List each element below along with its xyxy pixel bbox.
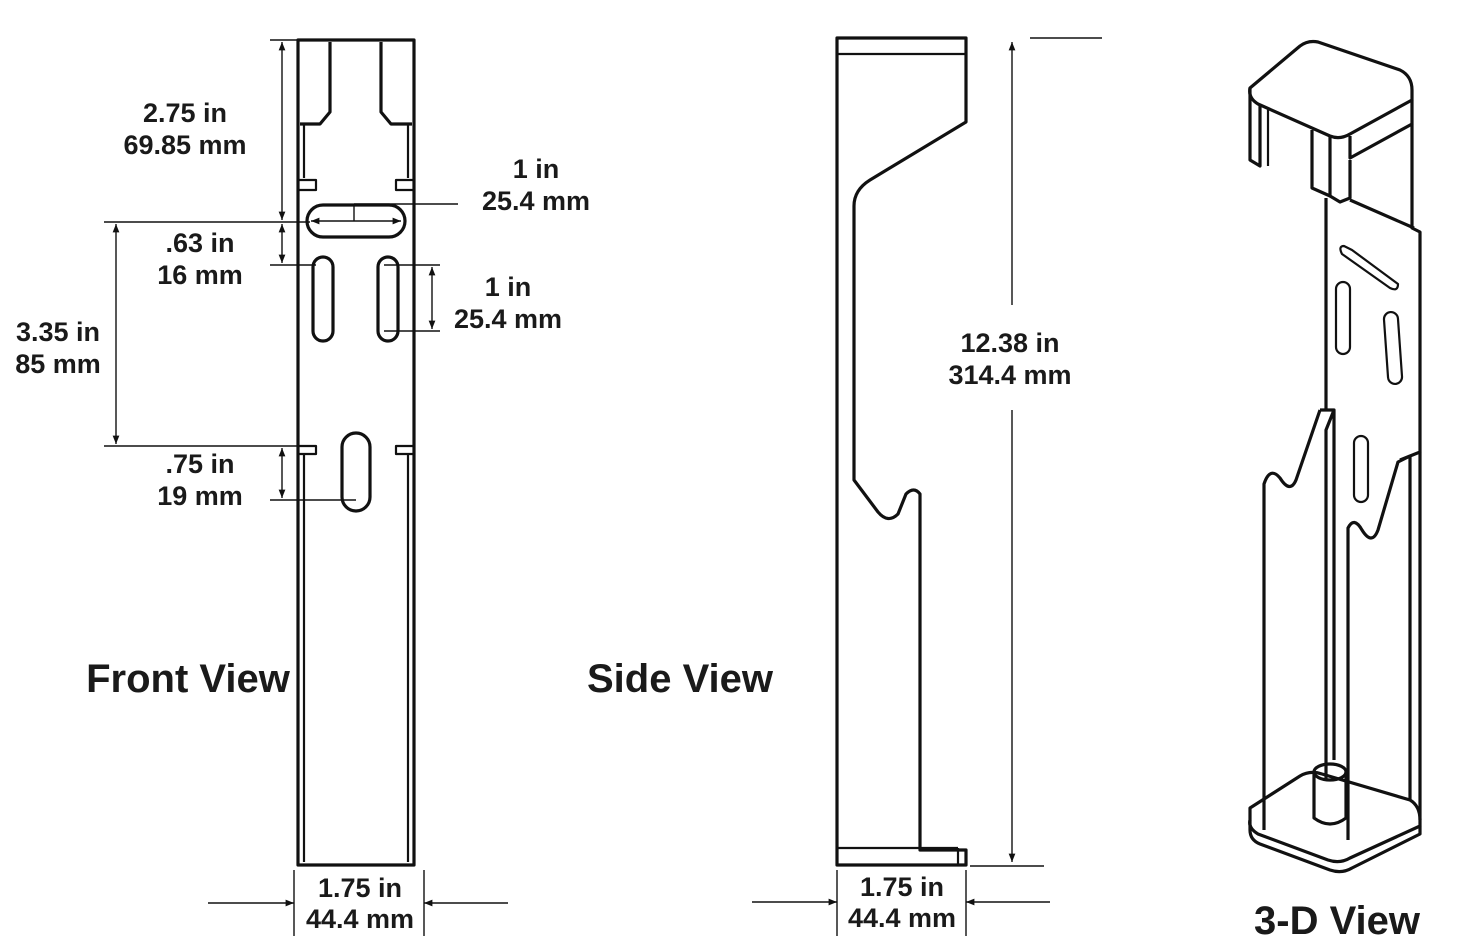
side-view-drawing [835,36,968,867]
lower-slot-mm-label: 19 mm [157,481,243,511]
front-view-title: Front View [86,657,291,701]
three-d-view-title: 3-D View [1254,899,1421,942]
slot-width-mm-label: 25.4 mm [482,186,590,216]
overall-height-in-label: 12.38 in [960,328,1059,358]
front-view-dimension-lines [104,39,508,936]
front-view-drawing [296,38,416,867]
side-width-in-label: 1.75 in [860,872,944,902]
slot-gap-mm-label: 16 mm [157,260,243,290]
slot-gap-in-label: .63 in [165,228,234,258]
slot-height-in-label: 1 in [485,272,532,302]
three-d-view-drawing [1248,39,1422,874]
slot-width-in-label: 1 in [513,154,560,184]
side-view-title: Side View [587,657,774,701]
slot-spacing-in-label: 3.35 in [16,317,100,347]
side-view-dimension-lines [752,37,1102,936]
lower-slot-in-label: .75 in [165,449,234,479]
slot-height-mm-label: 25.4 mm [454,304,562,334]
top-section-mm-label: 69.85 mm [123,130,246,160]
front-width-mm-label: 44.4 mm [306,904,414,934]
slot-spacing-mm-label: 85 mm [15,349,101,379]
top-section-in-label: 2.75 in [143,98,227,128]
front-width-in-label: 1.75 in [318,873,402,903]
side-width-mm-label: 44.4 mm [848,903,956,933]
overall-height-mm-label: 314.4 mm [948,360,1071,390]
